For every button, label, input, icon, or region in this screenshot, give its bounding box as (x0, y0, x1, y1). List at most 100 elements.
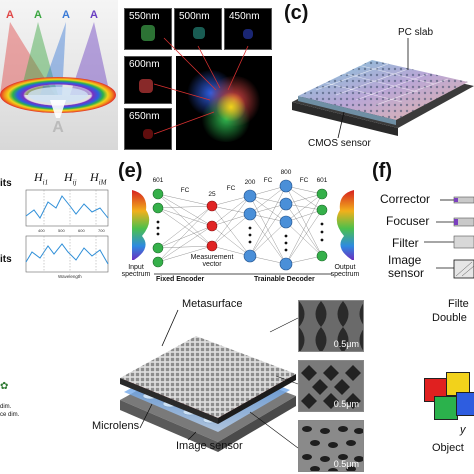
prism-illustration: A A A A A (0, 0, 118, 150)
panel-b: 550nm 500nm 450nm 600nm 650nm (124, 8, 272, 158)
base-letter: A (52, 119, 64, 136)
h-label: HiM (90, 170, 107, 187)
tile-blob (193, 27, 205, 39)
composite-image (176, 56, 272, 150)
sem-image: 0.5μm (298, 300, 364, 352)
image-sensor-label: Image sensor (388, 253, 425, 280)
plant-icon: ✿ (0, 381, 9, 392)
fc-label: FC (300, 177, 309, 184)
input-spectrum-label: Input spectrum (121, 264, 151, 278)
tile-label: 600nm (129, 59, 160, 70)
layer-size-label: 25 (208, 191, 216, 198)
tile-label: 500nm (179, 11, 210, 22)
microlens-label: Microlens (92, 420, 140, 432)
partial-label: its (0, 254, 12, 265)
scale-bar-label: 0.5μm (333, 339, 359, 349)
hidden-node (243, 189, 257, 203)
partial-label: ce dim. (0, 412, 20, 418)
pc-slab-label: PC slab (398, 27, 434, 38)
h-label: Hij (64, 170, 77, 187)
metasurface-illustration (120, 309, 299, 452)
prism-letter: A (90, 9, 98, 21)
fc-label: FC (181, 187, 190, 194)
filter-label: Filter (392, 236, 419, 250)
spectral-tile: 650nm (124, 108, 172, 150)
layer-size-label: 601 (153, 177, 164, 184)
measurement-node (206, 200, 218, 212)
scale-bar-label: 0.5μm (333, 399, 359, 409)
color-square (456, 392, 474, 416)
partial-label: its (0, 178, 12, 189)
input-node (152, 188, 164, 200)
output-spectrum-label: Output spectrum (330, 264, 360, 278)
hidden-node (279, 179, 293, 193)
output-node (316, 250, 328, 262)
layer-size-label: 800 (281, 169, 292, 176)
prism-letter: A (6, 9, 14, 21)
fc-label: FC (227, 185, 236, 192)
tile-blob (143, 129, 153, 139)
panel-letter: (c) (284, 2, 309, 24)
hidden-node (243, 249, 257, 263)
hidden-node (279, 197, 293, 211)
fc-label: FC (264, 177, 273, 184)
sem-image: 0.5μm (298, 420, 364, 472)
spectral-tile: 550nm (124, 8, 172, 50)
tile-blob (139, 79, 153, 93)
focuser-label: Focuser (386, 214, 430, 228)
prism-letter: A (62, 9, 70, 21)
measurement-node (206, 220, 218, 232)
panel-d: its its Hi1 Hij HiM 400 500 600 700 Wave… (0, 168, 116, 280)
scale-bar-label: 0.5μm (333, 459, 359, 469)
panel-letter: (f) (372, 160, 392, 182)
tick-label: 500 (58, 228, 65, 233)
corrector-label: Corrector (380, 192, 431, 206)
fixed-encoder-label: Fixed Encoder (156, 276, 205, 283)
panel-letter: (e) (118, 160, 143, 182)
measurement-vector-label: Measurement vector (186, 254, 238, 268)
tile-blob (243, 29, 253, 39)
spectral-tile: 500nm (174, 8, 222, 50)
input-spectrum-shape (132, 190, 150, 260)
spectral-tile: 600nm (124, 56, 172, 104)
prism-letter: A (34, 9, 42, 21)
hidden-node (243, 207, 257, 221)
optical-stack (424, 196, 474, 279)
panel-g: dim. ce dim. ✿ (0, 292, 474, 474)
color-square (434, 396, 458, 420)
sem-image: 0.5μm (298, 360, 364, 412)
output-node (316, 188, 328, 200)
panel-c: (c) PC slab CMOS sensor (278, 0, 474, 158)
cmos-sensor-label: CMOS sensor (308, 138, 371, 149)
tick-label: 600 (78, 228, 85, 233)
pc-slab-illustration (292, 38, 474, 139)
layer-size-label: 200 (245, 179, 256, 186)
partial-label: dim. (0, 404, 12, 410)
x-axis-label: Wavelength (58, 274, 82, 279)
spectral-tile: 450nm (224, 8, 272, 50)
object-label: Object (432, 442, 464, 454)
tile-label: 550nm (129, 11, 160, 22)
tile-label: 650nm (129, 111, 160, 122)
spectra-plots: 400 500 600 700 Wavelength (25, 189, 109, 279)
hidden-node (279, 257, 293, 271)
tick-label: 700 (98, 228, 105, 233)
panel-a: A A A A A (0, 0, 118, 150)
image-sensor-label: Image sensor (176, 440, 243, 452)
input-node (152, 202, 164, 214)
y-axis-label: y (460, 424, 466, 436)
tile-label: 450nm (229, 11, 260, 22)
tick-label: 400 (38, 228, 45, 233)
panel-e: (e) (118, 160, 362, 288)
measurement-node (206, 240, 218, 252)
output-spectrum-shape (336, 190, 354, 260)
trainable-decoder-label: Trainable Decoder (254, 276, 315, 283)
network-diagram: 601 25 200 800 601 FC FC FC FC (132, 169, 354, 275)
partial-label: Filte (448, 298, 469, 310)
hidden-node (279, 215, 293, 229)
input-node (152, 242, 164, 254)
input-node (152, 256, 164, 268)
metasurface-label: Metasurface (182, 298, 243, 310)
pointer-lines (153, 37, 249, 135)
h-label: Hi1 (34, 170, 49, 187)
